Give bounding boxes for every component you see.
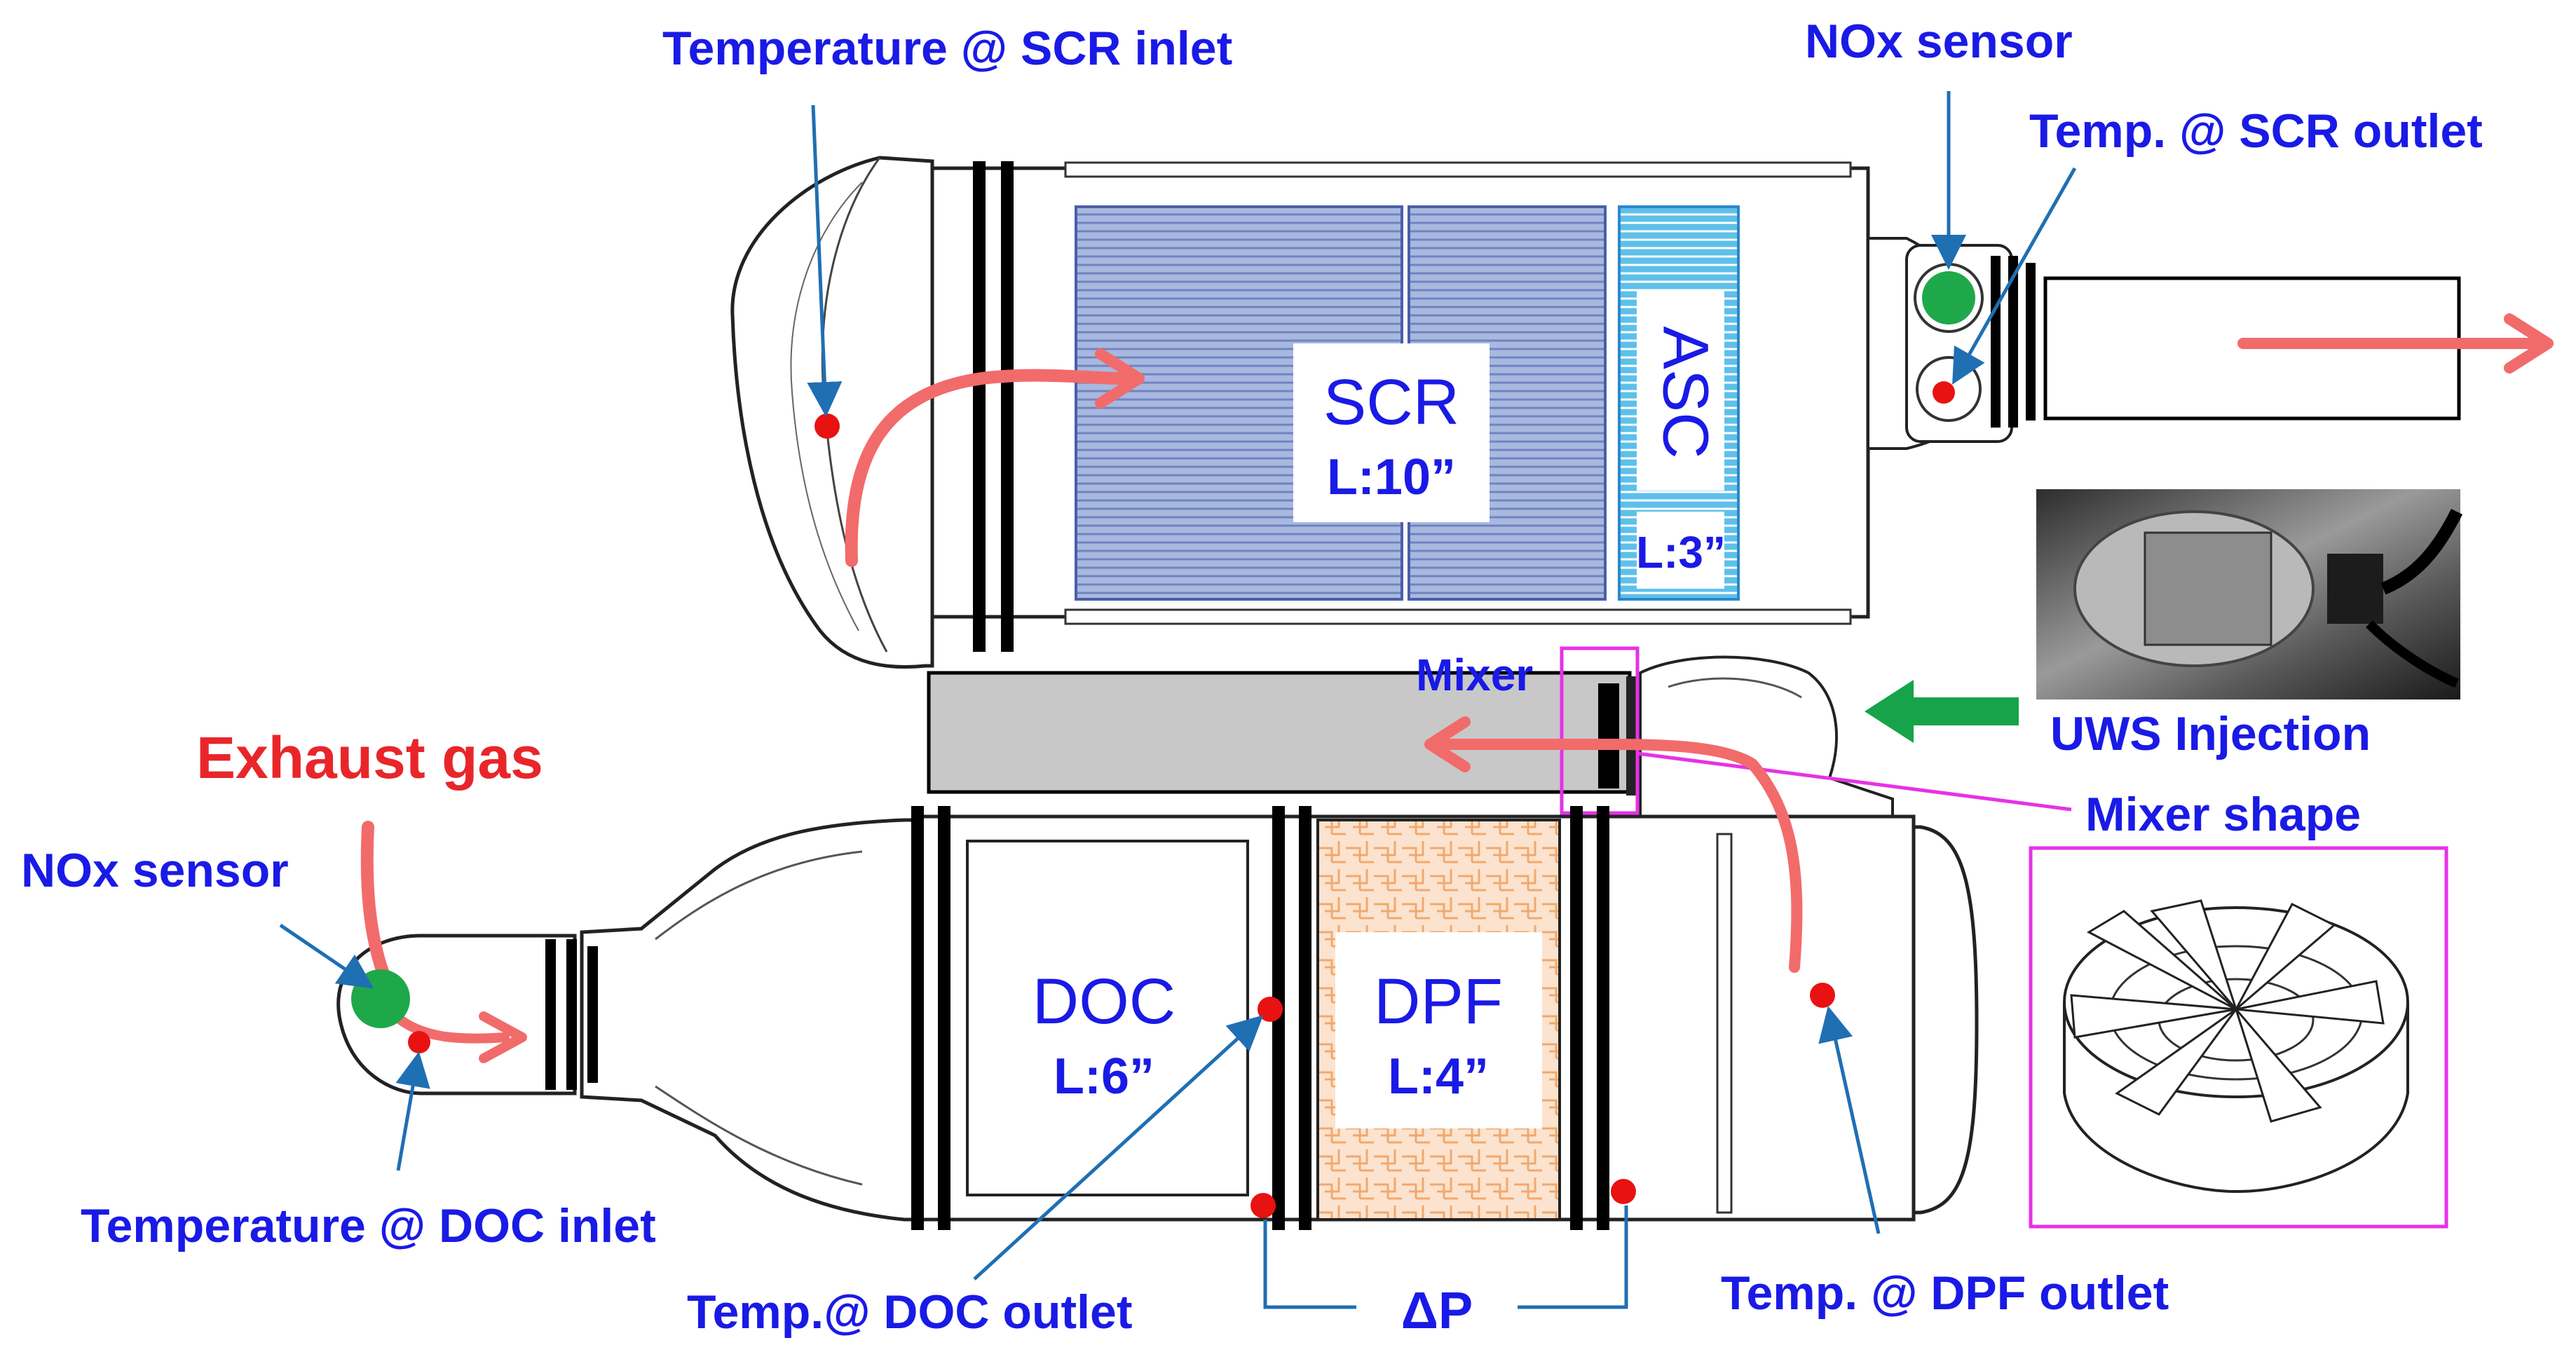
asc-label-box-bottom — [1637, 512, 1724, 589]
outlet-bell-rim — [1716, 833, 1733, 1214]
leader-temp-doc-inlet — [395, 1051, 430, 1171]
flow-arrow-dpf-outlet — [1607, 739, 1803, 973]
doc-flange-1 — [911, 806, 924, 1230]
mixer-vane-3 — [2235, 980, 2385, 1025]
dpf-name: DPF — [1374, 966, 1503, 1037]
mixer-cylinder-side — [2063, 1002, 2409, 1194]
mixer-section — [927, 646, 2072, 835]
dpf-flange-4 — [1597, 806, 1609, 1230]
label-delta-p: ΔP — [1401, 1281, 1473, 1339]
doc-inlet-flange-2 — [566, 939, 577, 1090]
scr-cone-detail-2 — [790, 182, 863, 631]
doc-cone-detail — [655, 850, 863, 941]
uws-arrow-head — [1865, 680, 1914, 743]
mixer-vane-6 — [2070, 994, 2237, 1039]
label-temp-doc-inlet: Temperature @ DOC inlet — [81, 1199, 656, 1252]
uws-photo-hose-2 — [2366, 620, 2459, 688]
thermocouple-doc-inlet-icon — [408, 1031, 430, 1053]
flow-arrow-scr-inlet-head — [1095, 348, 1145, 409]
thermocouple-dpf-outlet-icon — [1810, 983, 1835, 1008]
thermocouple-scr-inlet-icon — [815, 414, 840, 439]
flow-arrow-mixer-head — [1424, 716, 1471, 772]
scr-can-bottom-rail — [1064, 608, 1852, 625]
thermocouple-dpf-outlet-bottom-icon — [1611, 1179, 1636, 1204]
connecting-tube — [927, 671, 1632, 794]
leader-temp-doc-outlet — [973, 1015, 1264, 1281]
uws-photo-body — [2144, 531, 2272, 646]
dpf-outlet-end — [1911, 825, 1979, 1215]
leader-temp-scr-outlet — [1952, 167, 2077, 385]
mixer-vane-4 — [2235, 1009, 2322, 1123]
flow-arrow-outlet-head — [2504, 313, 2554, 374]
mixer-vane-5 — [2115, 1008, 2237, 1116]
doc-inlet-flange-1 — [545, 939, 556, 1090]
thermocouple-scr-outlet-icon — [1933, 381, 1955, 404]
label-exhaust-gas: Exhaust gas — [196, 725, 543, 791]
uws-photo-hose — [2380, 508, 2463, 595]
label-mixer-shape: Mixer shape — [2085, 788, 2361, 841]
dpf-flange-2 — [1299, 806, 1311, 1230]
label-temp-scr-outlet: Temp. @ SCR outlet — [2029, 104, 2483, 158]
scr-length: L:10” — [1327, 449, 1456, 505]
doc-brick — [966, 840, 1249, 1196]
label-mixer: Mixer — [1416, 650, 1533, 700]
scr-outlet-flange-3 — [2026, 263, 2036, 421]
asc-length: L:3” — [1636, 527, 1726, 578]
dpf-length: L:4” — [1388, 1049, 1489, 1105]
scr-name: SCR — [1323, 367, 1459, 438]
leader-temp-dpf-outlet — [1818, 1006, 1881, 1234]
label-nox-sensor-top: NOx sensor — [1805, 15, 2073, 68]
scr-outlet-flange-1 — [1991, 256, 2001, 428]
scr-outlet-flange-2 — [2008, 256, 2018, 428]
flow-arrow-scr-inlet — [845, 369, 1128, 567]
thermocouple-doc-outlet-top-icon — [1258, 997, 1283, 1022]
dpf-flange-3 — [1570, 806, 1583, 1230]
nox-sensor-top-icon — [1922, 271, 1975, 325]
doc-inlet-cone — [580, 818, 920, 1222]
uws-injection-photo — [2036, 489, 2463, 699]
doc-name: DOC — [1033, 966, 1175, 1037]
doc-cone-detail-2 — [655, 1085, 863, 1186]
doc-length: L:6” — [1054, 1049, 1154, 1105]
leader-lines — [279, 91, 2077, 1309]
mixer-elbow-detail — [1668, 677, 1802, 699]
thermocouple-doc-outlet-bottom-icon — [1250, 1193, 1276, 1218]
doc-inlet-flange-3 — [587, 946, 598, 1083]
label-temp-scr-inlet: Temperature @ SCR inlet — [662, 22, 1232, 75]
scr-flange-1 — [973, 161, 986, 652]
label-temp-dpf-outlet: Temp. @ DPF outlet — [1721, 1266, 2169, 1320]
mixer-shape-drawing — [2029, 846, 2448, 1229]
mixer-vane-7 — [2086, 910, 2237, 1011]
leader-temp-scr-inlet — [807, 104, 843, 417]
label-uws-injection: UWS Injection — [2050, 707, 2371, 760]
uws-arrow-shaft — [1914, 697, 2019, 725]
label-temp-doc-outlet: Temp.@ DOC outlet — [687, 1285, 1132, 1339]
flow-arrow-inlet-head — [479, 1011, 527, 1063]
mixer-shape-leader — [1637, 751, 2072, 812]
mixer-elbow — [1639, 655, 1894, 835]
delta-p-bracket — [1263, 1206, 1628, 1309]
label-nox-sensor-bottom: NOx sensor — [21, 844, 289, 897]
mixer-vane-2 — [2235, 903, 2336, 1011]
scr-flange-2 — [1001, 161, 1014, 652]
uws-photo-injector — [2327, 554, 2383, 624]
mixer-plate — [1598, 683, 1619, 788]
scr-can-top-rail — [1064, 161, 1852, 178]
dpf-label-box — [1335, 932, 1542, 1128]
asc-label-box-top — [1637, 291, 1724, 491]
asc-name: ASC — [1650, 326, 1722, 458]
mixer-vane-1 — [2150, 899, 2237, 1010]
uws-arrow — [1865, 680, 2019, 743]
scr-label-box — [1293, 343, 1490, 522]
flow-arrow-inlet — [391, 1011, 510, 1044]
doc-flange-2 — [938, 806, 950, 1230]
sensors — [351, 271, 1975, 1218]
leader-nox-bottom — [279, 923, 374, 989]
